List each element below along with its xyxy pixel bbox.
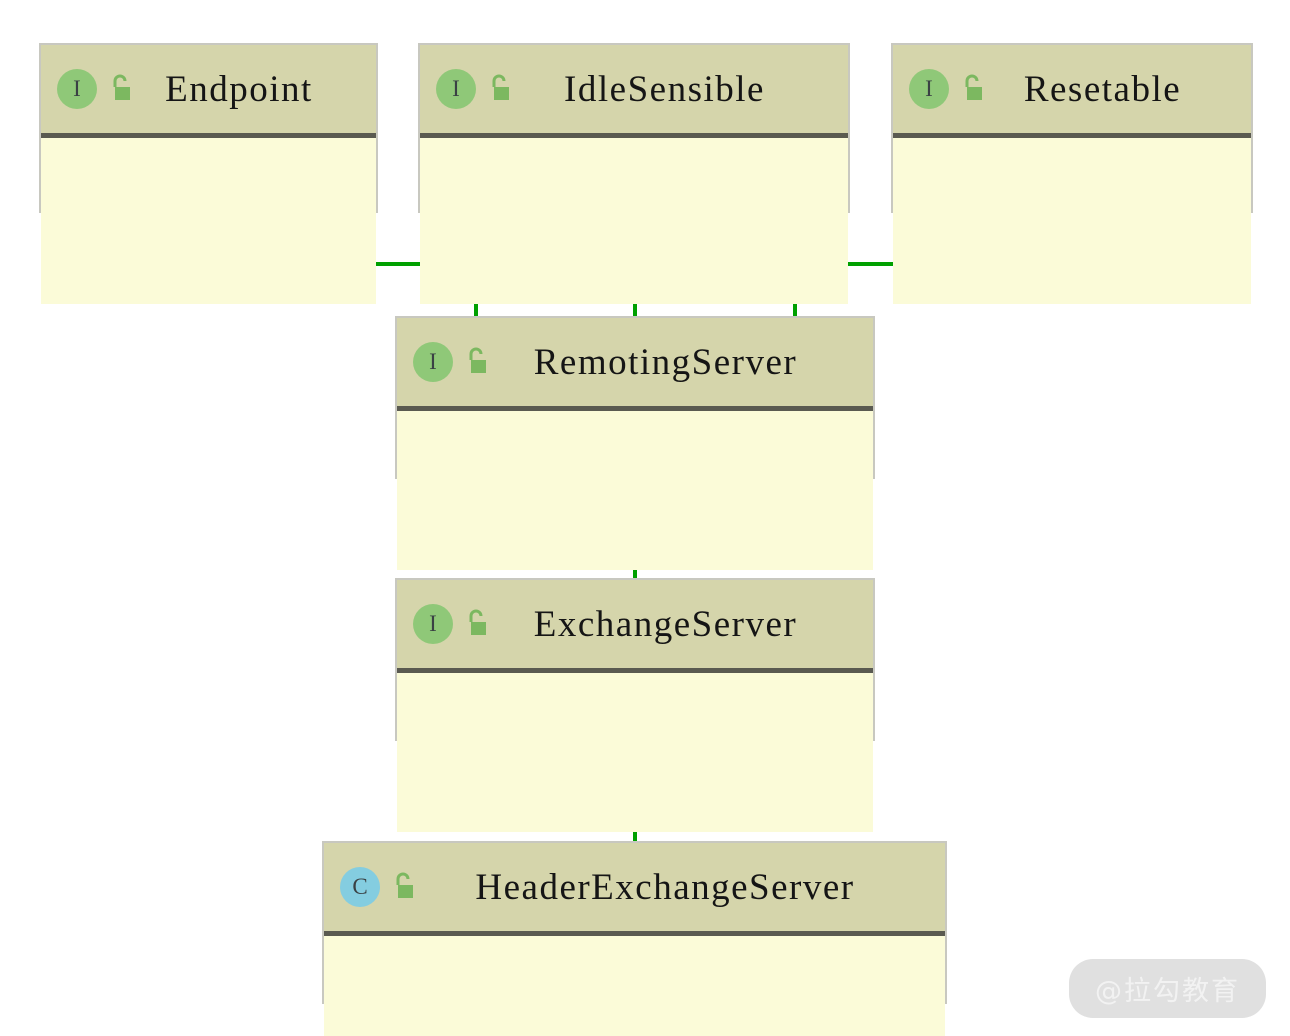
uml-box-header: I RemotingServer bbox=[397, 318, 873, 411]
unlocked-padlock-icon bbox=[485, 74, 511, 104]
interface-icon: I bbox=[909, 69, 949, 109]
uml-box-members-compartment bbox=[420, 138, 848, 304]
unlocked-padlock-icon bbox=[106, 74, 132, 104]
uml-box-header: I ExchangeServer bbox=[397, 580, 873, 673]
uml-class-name: RemotingServer bbox=[533, 341, 798, 383]
uml-class-name: IdleSensible bbox=[564, 68, 765, 110]
uml-class-box-endpoint[interactable]: I Endpoint bbox=[39, 43, 378, 304]
uml-class-name: Resetable bbox=[1023, 68, 1182, 110]
uml-box-header: I Endpoint bbox=[41, 45, 376, 138]
interface-icon: I bbox=[436, 69, 476, 109]
uml-box-members-compartment bbox=[324, 936, 945, 1036]
interface-icon: I bbox=[57, 69, 97, 109]
uml-box-members-compartment bbox=[397, 411, 873, 570]
uml-box-members-compartment bbox=[397, 673, 873, 832]
uml-box-members-compartment bbox=[893, 138, 1251, 304]
uml-class-name: HeaderExchangeServer bbox=[475, 866, 855, 908]
uml-class-name: Endpoint bbox=[165, 68, 313, 110]
interface-icon: I bbox=[413, 342, 453, 382]
uml-class-box-resetable[interactable]: I Resetable bbox=[891, 43, 1253, 304]
uml-box-members-compartment bbox=[41, 138, 376, 304]
unlocked-padlock-icon bbox=[389, 872, 415, 902]
uml-box-header: I IdleSensible bbox=[420, 45, 848, 138]
uml-class-box-remotingserver[interactable]: I RemotingServer bbox=[395, 316, 875, 570]
watermark: @拉勾教育 bbox=[1069, 959, 1266, 1018]
uml-class-box-headerexchangeserver[interactable]: C HeaderExchangeServer bbox=[322, 841, 947, 1036]
uml-class-box-exchangeserver[interactable]: I ExchangeServer bbox=[395, 578, 875, 832]
uml-box-header: C HeaderExchangeServer bbox=[324, 843, 945, 936]
unlocked-padlock-icon bbox=[462, 609, 488, 639]
uml-class-name: ExchangeServer bbox=[533, 603, 798, 645]
interface-icon: I bbox=[413, 604, 453, 644]
class-icon: C bbox=[340, 867, 380, 907]
unlocked-padlock-icon bbox=[462, 347, 488, 377]
unlocked-padlock-icon bbox=[958, 74, 984, 104]
uml-class-box-idlesensible[interactable]: I IdleSensible bbox=[418, 43, 850, 304]
uml-box-header: I Resetable bbox=[893, 45, 1251, 138]
